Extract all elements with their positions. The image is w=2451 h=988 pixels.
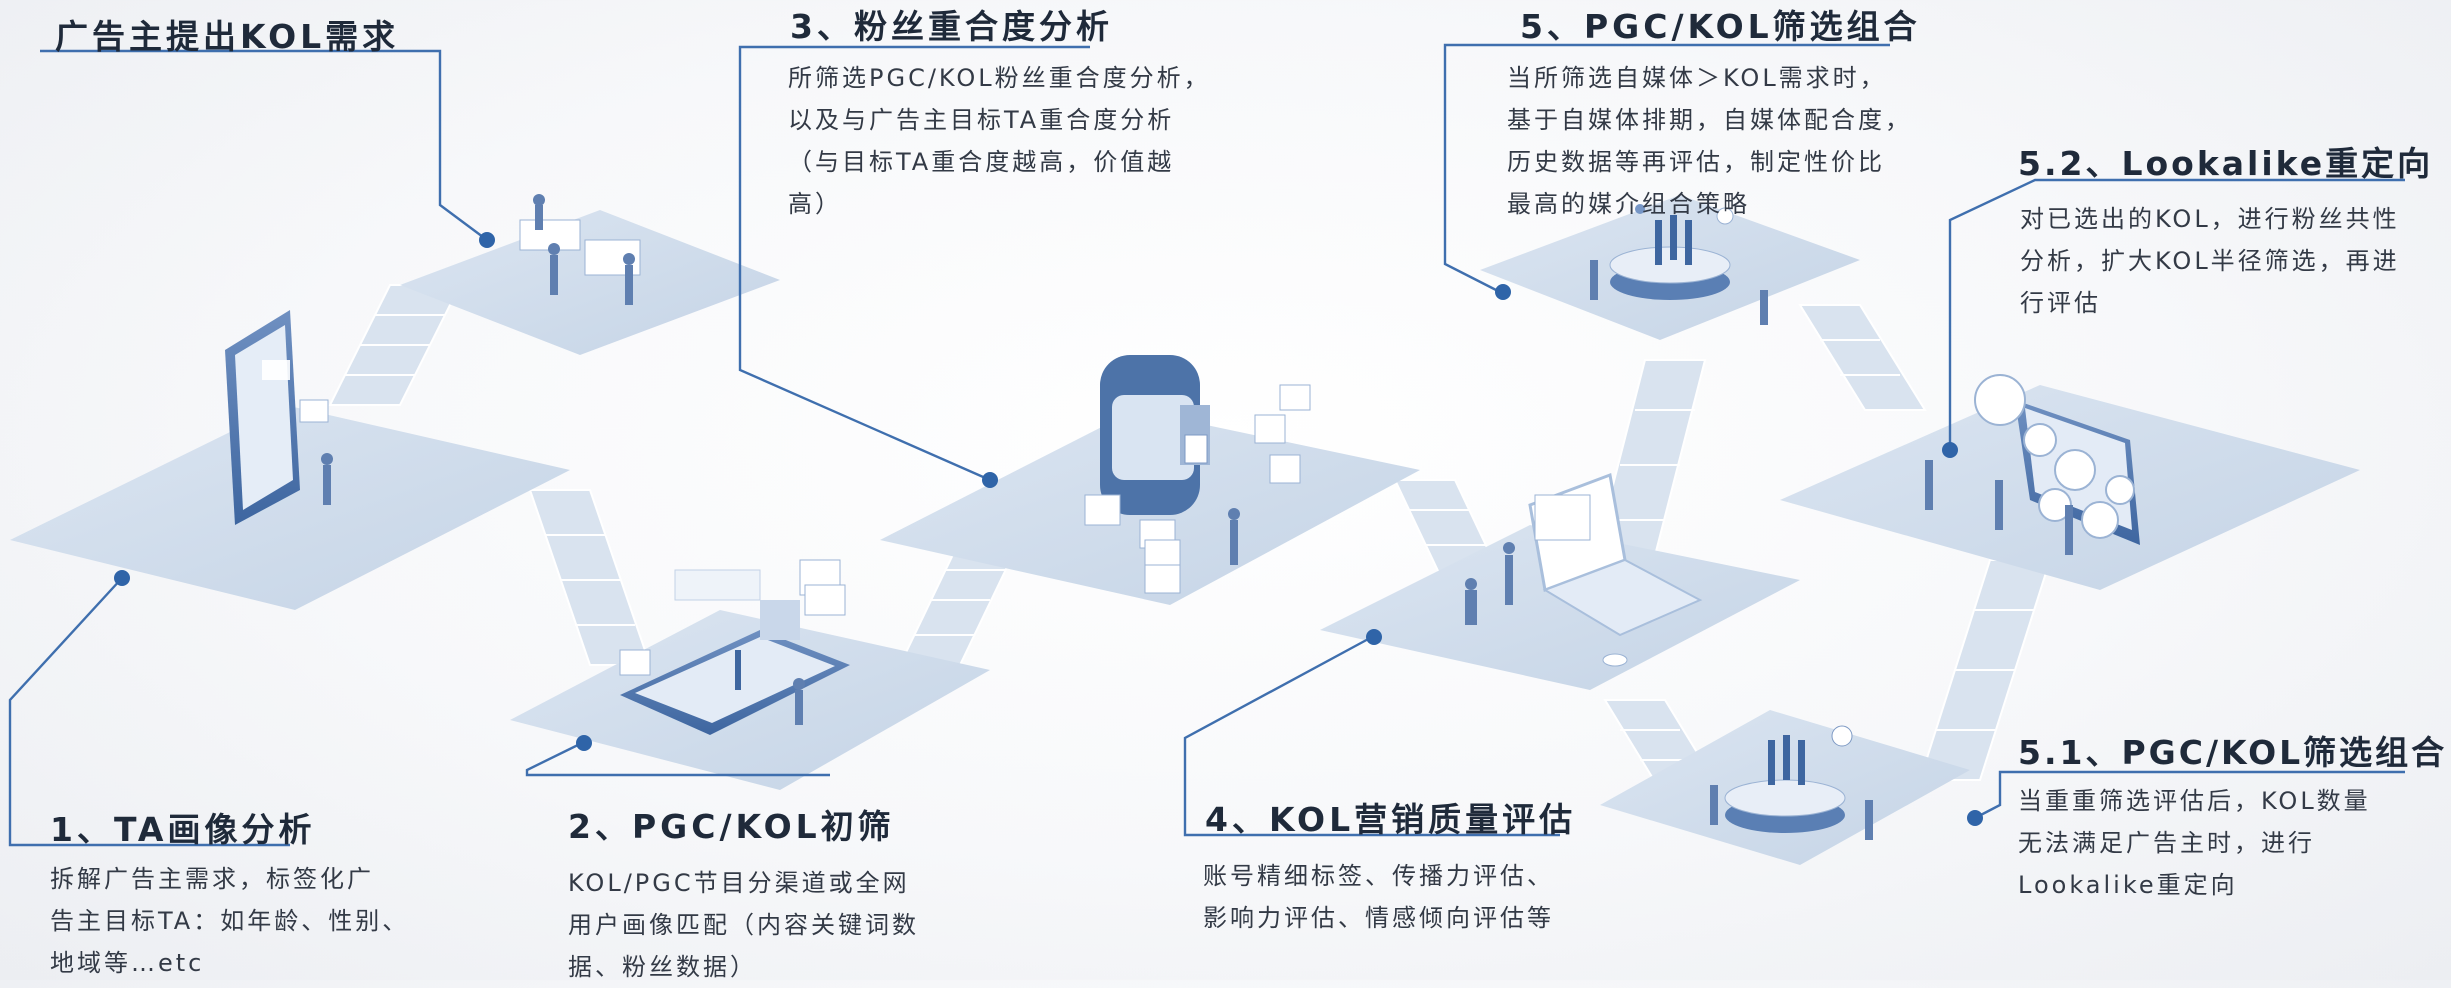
step-title: 3、粉丝重合度分析 [790,7,1113,46]
connector-dot-4 [1366,629,1382,645]
connector-dot-2 [576,735,592,751]
tablet-illustration [619,559,850,735]
platform-quality [1320,525,1800,690]
watch-illustration [1084,355,1311,594]
step-title: 4、KOL营销质量评估 [1205,800,1577,839]
step-title: 5、PGC/KOL筛选组合 [1520,7,1921,46]
stage-illustration [1590,204,1768,325]
meeting-illustration [519,194,641,305]
step-title: 5.2、Lookalike重定向 [2018,144,2434,183]
desc-line: 历史数据等再评估，制定性价比 [1507,148,1885,176]
desc-line: 账号精细标签、传播力评估、 [1203,862,1554,890]
desc-line: KOL/PGC节目分渠道或全网 [568,869,910,897]
connector-dot-52 [1942,442,1958,458]
connectors [8,43,2405,847]
step-desc: KOL/PGC节目分渠道或全网 用户画像匹配（内容关键词数 据、粉丝数据） [568,862,919,988]
headline: 广告主提出KOL需求 [55,17,400,56]
desc-line: 地域等…etc [50,949,205,977]
connector-step-3 [738,45,1090,482]
connector-headline [40,49,488,241]
phone-illustration [225,310,333,525]
connector-step-1 [8,577,290,847]
step-desc: 账号精细标签、传播力评估、 影响力评估、情感倾向评估等 [1203,855,1554,939]
desc-line: 对已选出的KOL，进行粉丝共性 [2020,205,2400,233]
desc-line: 所筛选PGC/KOL粉丝重合度分析， [788,64,1211,92]
desc-line: Lookalike重定向 [2018,871,2238,899]
stairs-1 [328,284,462,406]
step-title: 2、PGC/KOL初筛 [568,807,895,846]
connector-dot-headline [479,232,495,248]
desc-line: 告主目标TA：如年龄、性别、 [50,907,410,935]
connector-dot-51 [1967,810,1983,826]
platform-request [400,210,780,355]
network-illustration [1925,374,2140,555]
connector-step-52 [1948,178,2405,445]
desc-line: 影响力评估、情感倾向评估等 [1203,904,1554,932]
laptop-illustration [1465,472,1703,667]
desc-line: 行评估 [2020,289,2101,317]
desc-line: 高） [788,190,842,218]
desc-line: 用户画像匹配（内容关键词数 [568,911,919,939]
desc-line: 当重重筛选评估后，KOL数量 [2018,787,2371,815]
desc-line: 基于自媒体排期，自媒体配合度， [1507,106,1912,134]
connector-step-4 [1183,635,1560,837]
desc-line: 无法满足广告主时，进行 [2018,829,2315,857]
stairs-7 [1798,304,1927,411]
desc-line: 当所筛选自媒体＞KOL需求时， [1507,64,1887,92]
step-desc: 所筛选PGC/KOL粉丝重合度分析， 以及与广告主目标TA重合度分析 （与目标T… [788,57,1211,225]
platform-ta [10,405,570,610]
connector-step-2 [525,741,830,777]
desc-line: 以及与广告主目标TA重合度分析 [788,106,1175,134]
desc-line: 拆解广告主需求，标签化广 [50,865,374,893]
step-title: 5.1、PGC/KOL筛选组合 [2018,733,2448,772]
stairs-2 [528,489,652,666]
connector-step-5 [1443,43,1890,294]
desc-line: 据、粉丝数据） [568,953,757,981]
desc-line: 最高的媒介组合策略 [1507,190,1750,218]
connector-dot-1 [114,570,130,586]
step-title: 1、TA画像分析 [50,810,316,849]
connector-dot-5 [1495,284,1511,300]
connector-step-51 [1974,770,2405,820]
step-desc: 拆解广告主需求，标签化广 告主目标TA：如年龄、性别、 地域等…etc [50,858,409,984]
desc-line: 分析，扩大KOL半径筛选，再进 [2020,247,2400,275]
step-desc: 当所筛选自媒体＞KOL需求时， 基于自媒体排期，自媒体配合度， 历史数据等再评估… [1507,57,1912,225]
stage-51-illustration [1710,725,1873,840]
connector-dot-3 [982,472,998,488]
desc-line: （与目标TA重合度越高，价值越 [788,148,1175,176]
step-desc: 对已选出的KOL，进行粉丝共性 分析，扩大KOL半径筛选，再进 行评估 [2020,198,2400,324]
step-desc: 当重重筛选评估后，KOL数量 无法满足广告主时，进行 Lookalike重定向 [2018,780,2371,906]
